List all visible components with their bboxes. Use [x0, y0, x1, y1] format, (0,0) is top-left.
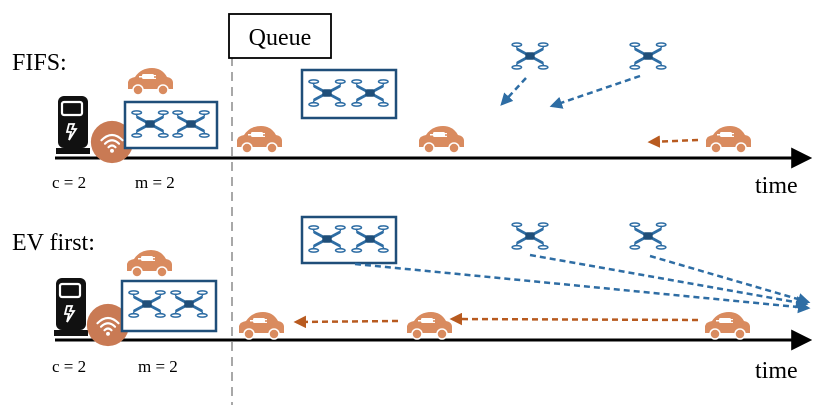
ev-car-icon — [238, 311, 285, 340]
quadcopter-drone-icon — [629, 41, 667, 71]
time-label-fifs: time — [755, 173, 798, 199]
capacity-label-fifs: c = 2 — [52, 173, 86, 192]
capacity-label-ev-first: c = 2 — [52, 357, 86, 376]
charging-station-icon — [54, 276, 88, 338]
drone-arrival-arrow — [500, 77, 527, 106]
ev-car-icon — [406, 311, 453, 340]
ev-priority-arrow — [293, 315, 399, 329]
queue-label-box: Queue — [228, 13, 332, 59]
drone-group-charging-fifs — [123, 100, 219, 150]
quadcopter-drone-icon — [511, 221, 549, 251]
drone-slots-label-ev-first: m = 2 — [138, 357, 178, 376]
drone-group-queued-fifs — [300, 68, 398, 120]
ev-arrival-arrow — [647, 135, 699, 148]
time-label-ev-first: time — [755, 358, 798, 384]
drone-deferral-arrow — [529, 253, 809, 309]
drone-arrival-arrow — [549, 74, 641, 109]
drone-slots-label-fifs: m = 2 — [135, 173, 175, 192]
ev-car-icon — [704, 311, 751, 340]
charging-station-icon — [56, 94, 90, 156]
row-ev-first: EV first: time c = 2 m = 2 — [12, 215, 813, 384]
ev-car-icon — [127, 67, 174, 96]
ev-car-icon — [418, 125, 465, 154]
drone-deferral-arrow — [649, 254, 811, 306]
row-title-ev-first: EV first: — [12, 230, 95, 256]
queue-label: Queue — [249, 25, 312, 51]
quadcopter-drone-icon — [629, 221, 667, 251]
ev-priority-arrow — [449, 312, 699, 326]
ev-car-icon — [236, 125, 283, 154]
ev-car-icon — [705, 125, 752, 154]
drone-group-queued-ev-first — [300, 215, 398, 265]
drone-group-charging-ev-first — [120, 279, 218, 333]
drone-deferral-arrow — [354, 262, 811, 314]
ev-car-icon — [126, 249, 173, 278]
row-fifs: FIFS: time c = 2 m = 2 — [12, 41, 813, 199]
row-title-fifs: FIFS: — [12, 50, 67, 76]
quadcopter-drone-icon — [511, 41, 549, 71]
